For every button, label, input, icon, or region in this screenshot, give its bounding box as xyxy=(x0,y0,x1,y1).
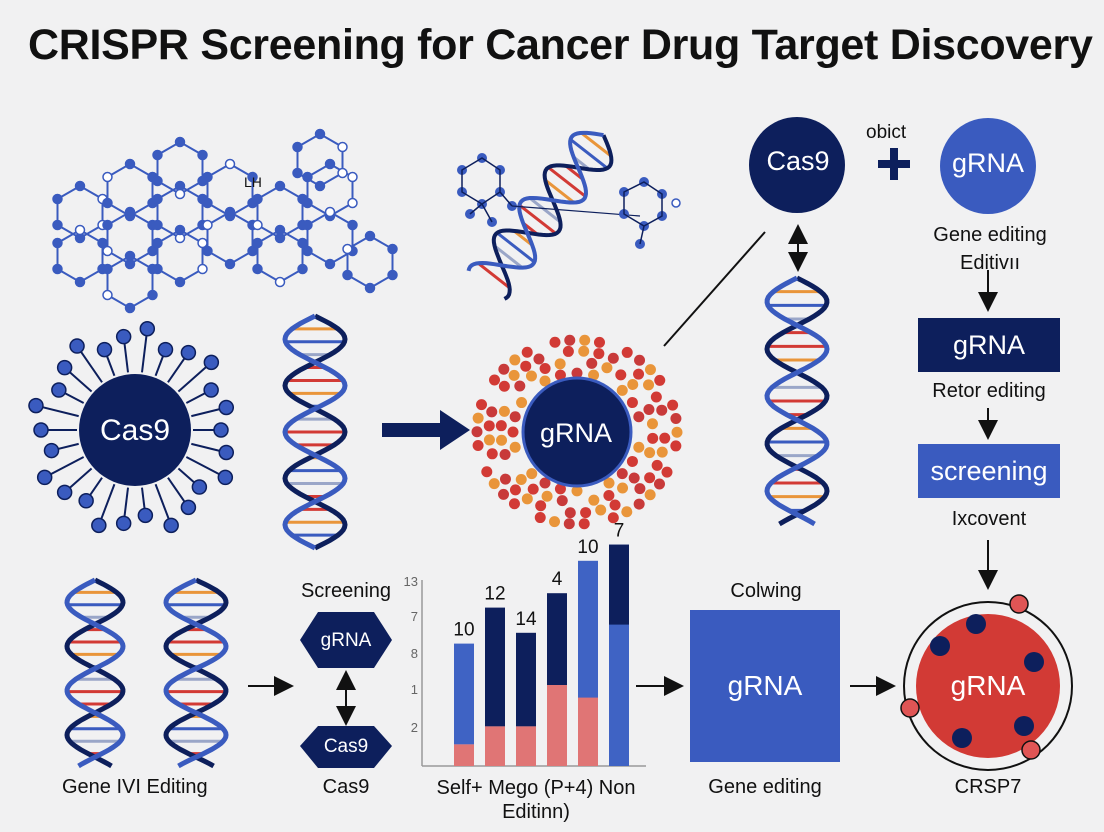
cas9-pill xyxy=(300,726,392,768)
top-dna-helix xyxy=(466,130,614,301)
editing-caption: Editivıı xyxy=(959,252,1021,274)
screening-label: Screening xyxy=(300,580,392,602)
chart-caption: Self+ Mego (P+4) Non Editinn) xyxy=(436,777,636,823)
cas9-caption: Cas9 xyxy=(322,776,370,798)
bar-bottom xyxy=(516,726,536,766)
bottom-dna-1 xyxy=(64,577,126,769)
bar-value-label: 14 xyxy=(515,609,537,630)
bar-value-label: 12 xyxy=(484,584,505,605)
middle-dna-left xyxy=(282,313,348,551)
grna-circle xyxy=(940,118,1036,214)
bar xyxy=(547,593,567,685)
gene-editing-bottom-caption: Gene editing xyxy=(708,776,822,798)
cas9-cell-label: Cas9 xyxy=(99,414,171,447)
y-tick-label: 8 xyxy=(411,646,418,661)
bar xyxy=(454,643,474,745)
bar-value-label: 10 xyxy=(453,620,474,641)
cas9-cell xyxy=(28,320,235,534)
grna-pill xyxy=(300,612,392,668)
bar-bottom xyxy=(454,744,474,766)
crsp7-caption: CRSP7 xyxy=(954,776,1022,798)
cas9-pill-label: Cas9 xyxy=(323,736,369,757)
cas9-circle-label: Cas9 xyxy=(766,146,830,176)
grna-cell-label: gRNA xyxy=(539,418,613,448)
y-tick-label: 1 xyxy=(411,682,418,697)
bar-bottom xyxy=(547,685,567,766)
bar xyxy=(516,632,536,727)
top-dna-diagonal xyxy=(466,130,614,301)
middle-dna-right xyxy=(764,275,830,527)
retor-editing-label: Retor editing xyxy=(932,380,1046,402)
molecule-label: LH xyxy=(244,174,262,190)
small-molecule-left xyxy=(457,153,641,227)
small-molecule-right xyxy=(619,177,681,249)
grna-box xyxy=(918,318,1060,372)
gene-editing-caption: Gene editing xyxy=(933,224,1047,246)
grna-pill-label: gRNA xyxy=(320,630,372,651)
bar-value-label: 7 xyxy=(614,521,625,542)
bar xyxy=(485,607,505,727)
grna-square-label: gRNA xyxy=(727,670,803,701)
bar-bottom xyxy=(485,726,505,766)
molecule-structure xyxy=(52,128,398,314)
colwing-label: Colwing xyxy=(730,580,802,602)
grna-circle-label: gRNA xyxy=(951,148,1025,178)
top-right-circles xyxy=(663,117,1036,347)
connector-line xyxy=(663,231,766,347)
y-tick-label: 13 xyxy=(404,574,418,589)
bar-bottom xyxy=(578,697,598,766)
grna-square xyxy=(690,610,840,762)
right-arrow-icon xyxy=(382,410,470,450)
gene-editing-dna-caption: Gene IVI Editing xyxy=(62,776,208,798)
cas9-circle xyxy=(749,117,845,213)
grna-red-cell xyxy=(900,594,1073,771)
screening-pills xyxy=(300,612,392,768)
y-tick-label: 2 xyxy=(411,720,418,735)
grna-box-label: gRNA xyxy=(952,330,1026,360)
grna-red-cell-label: gRNA xyxy=(950,670,1026,701)
right-flow xyxy=(918,270,1060,590)
bar-value-label: 4 xyxy=(552,569,563,590)
bottom-dna-2 xyxy=(163,577,229,769)
grna-dotted-cell xyxy=(471,334,683,530)
screening-box xyxy=(918,444,1060,498)
page-title: CRISPR Screening for Cancer Drug Target … xyxy=(28,21,1093,69)
screening-box-label: screening xyxy=(930,456,1048,486)
ixcovent-label: Ixcovent xyxy=(951,508,1027,530)
plus-caption: obict xyxy=(866,122,907,143)
bar-value-label: 10 xyxy=(577,537,598,558)
bar-top xyxy=(609,544,629,625)
y-tick-label: 7 xyxy=(411,609,418,624)
